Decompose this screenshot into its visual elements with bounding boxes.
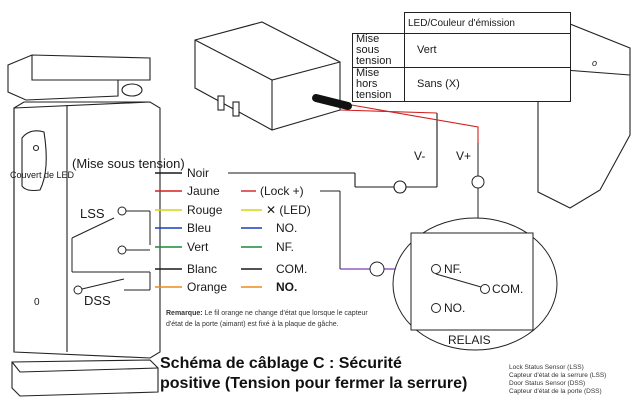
table-corner — [352, 12, 405, 34]
table-cell-state: Mise hors tension — [352, 67, 405, 102]
v-minus-label: V- — [414, 149, 425, 163]
wire-label-blanc: Blanc — [187, 262, 217, 276]
title-line-2: positive (Tension pour fermer la serrure… — [160, 375, 468, 392]
wire-label-orange: Orange — [187, 280, 227, 294]
v-plus-wire — [339, 102, 479, 143]
relay-nf: NF. — [444, 262, 462, 276]
wire-stubs — [155, 172, 262, 288]
remark-note: Remarque: Le fil orange ne change d'état… — [166, 308, 386, 330]
wire-label-jaune: Jaune — [187, 184, 220, 198]
power-cable — [312, 94, 352, 110]
conn-lock-plus: (Lock +) — [260, 184, 304, 198]
table-cell-color: Vert — [404, 33, 571, 68]
legend-line: Lock Status Sensor (LSS) — [509, 364, 584, 371]
lock-device — [7, 54, 161, 397]
dss-label: DSS — [84, 293, 111, 308]
conn-com: COM. — [276, 262, 307, 276]
bottom-mark: 0 — [34, 297, 40, 308]
relay-feed-terminal — [369, 261, 385, 277]
internal-switches — [71, 206, 151, 295]
table-row: Mise sous tension Vert — [352, 33, 571, 68]
sensor-legend: Lock Status Sensor (LSS) Capteur d'état … — [509, 364, 606, 396]
relay-com: COM. — [492, 282, 523, 296]
strike-mark: o — [592, 58, 597, 68]
relay-no: NO. — [444, 301, 465, 315]
lock-plus-wire — [320, 190, 341, 269]
title-line-1: Schéma de câblage C : Sécurité — [160, 355, 402, 372]
wire-label-rouge: Rouge — [187, 203, 223, 217]
conn-led: ✕ (LED) — [266, 203, 311, 217]
lss-label: LSS — [80, 206, 105, 221]
relay-title: RELAIS — [448, 333, 491, 347]
power-state-label: (Mise sous tension) — [72, 156, 185, 171]
relay-box — [392, 217, 558, 351]
v-plus-label: V+ — [456, 149, 471, 163]
remark-label: Remarque: — [166, 310, 203, 317]
v-minus-wire — [228, 113, 438, 194]
conn-no-orange: NO. — [276, 280, 297, 294]
led-cover-label: Couvert de LED — [10, 170, 75, 180]
power-adapter — [194, 21, 341, 131]
wire-label-vert: Vert — [187, 240, 209, 254]
wire-label-noir: Noir — [187, 166, 209, 180]
diagram-title: Schéma de câblage C : Sécurité positive … — [160, 354, 467, 394]
wire-label-bleu: Bleu — [187, 221, 211, 235]
table-row: Mise hors tension Sans (X) — [352, 67, 571, 102]
legend-line: Capteur d'état de la porte (DSS) — [509, 388, 602, 395]
conn-no: NO. — [276, 221, 297, 235]
led-status-table: LED/Couleur d'émission Mise sous tension… — [352, 12, 571, 102]
legend-line: Door Status Sensor (DSS) — [509, 380, 586, 387]
legend-line: Capteur d'état de la serrure (LSS) — [509, 372, 607, 379]
conn-nf: NF. — [276, 240, 294, 254]
table-cell-state: Mise sous tension — [352, 33, 405, 68]
table-cell-color: Sans (X) — [404, 67, 571, 102]
remark-text: Le fil orange ne change d'état que lorsq… — [166, 310, 368, 328]
table-header: LED/Couleur d'émission — [404, 12, 571, 34]
